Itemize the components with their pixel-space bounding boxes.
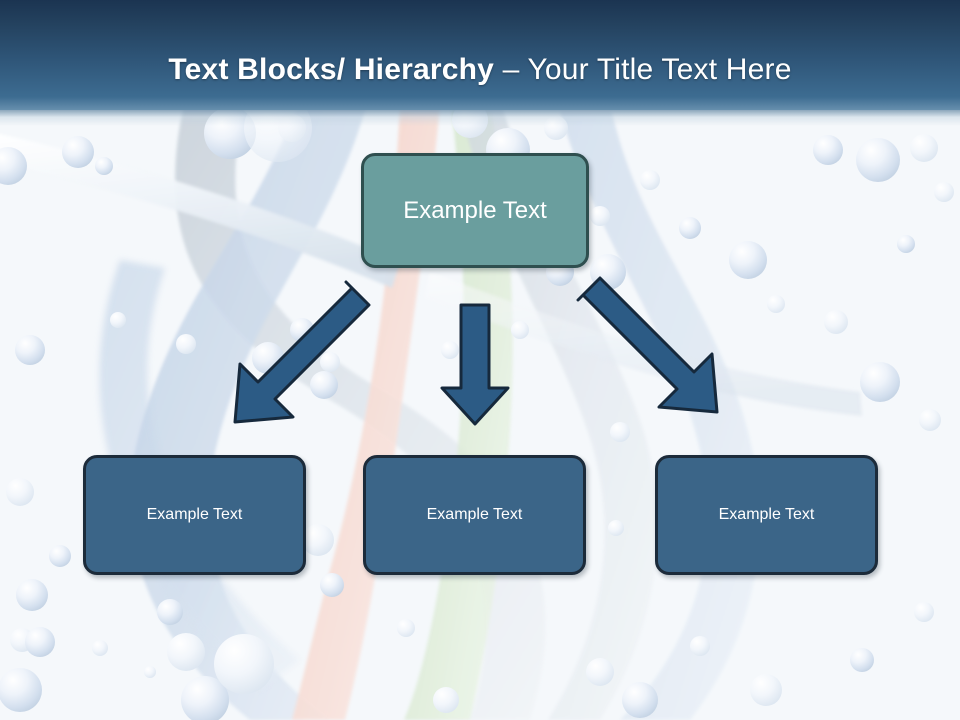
hierarchy-node-child-2[interactable]: Example Text xyxy=(363,455,586,575)
page-title-bold: Text Blocks/ Hierarchy xyxy=(168,53,495,86)
page-title-regular: Your Title Text Here xyxy=(527,53,792,86)
page-title-separator: – xyxy=(494,53,528,86)
page-title: Text Blocks/ Hierarchy – Your Title Text… xyxy=(0,52,960,88)
title-bar xyxy=(0,0,960,110)
hierarchy-node-top[interactable]: Example Text xyxy=(361,153,589,268)
hierarchy-node-child-1[interactable]: Example Text xyxy=(83,455,306,575)
hierarchy-node-child-3[interactable]: Example Text xyxy=(655,455,878,575)
